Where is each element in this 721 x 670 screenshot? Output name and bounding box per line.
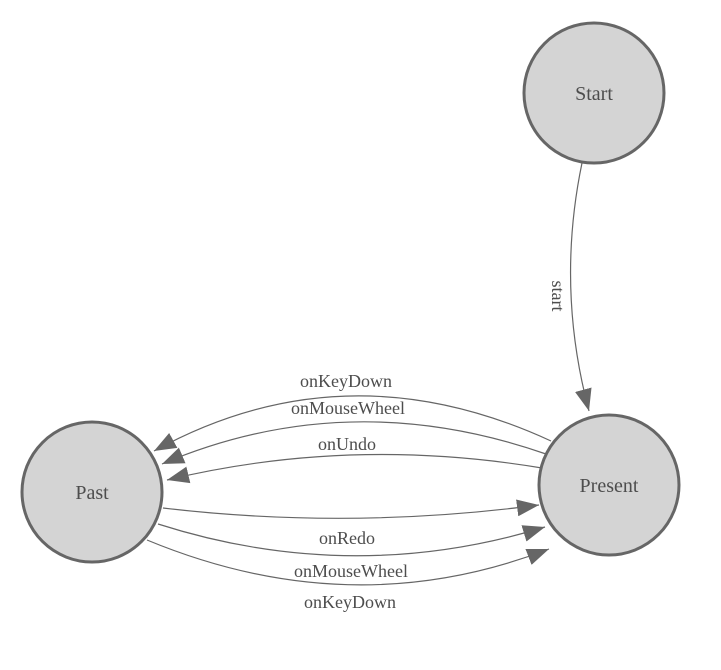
edge-line-onmousewheel-top[interactable]: [161, 421, 547, 465]
edge-label-onundo: onUndo: [318, 434, 376, 454]
edge-label-onmousewheel-top: onMouseWheel: [291, 398, 405, 418]
edge-line-onredo[interactable]: [162, 499, 540, 519]
node-present-circle[interactable]: [537, 413, 681, 557]
edge-present-to-past-onmousewheel: onMouseWheel: [161, 398, 547, 465]
edge-label-start: start: [548, 281, 568, 312]
edge-line-onundo[interactable]: [166, 453, 543, 484]
edge-line-start[interactable]: [569, 162, 592, 412]
edge-line-onmousewheel-bottom[interactable]: [157, 523, 546, 557]
node-present[interactable]: Present: [537, 413, 681, 557]
edge-past-to-present-onmousewheel: onMouseWheel: [157, 523, 546, 581]
edge-line-onkeydown-bottom[interactable]: [146, 539, 550, 586]
node-start-circle[interactable]: [522, 21, 666, 165]
node-past-label: Past: [75, 482, 109, 504]
node-past-circle[interactable]: [20, 420, 164, 564]
node-past[interactable]: Past: [20, 420, 164, 564]
edge-present-to-past-onkeydown: onKeyDown: [153, 371, 552, 452]
node-start-label: Start: [575, 83, 613, 105]
edge-label-onmousewheel-bottom: onMouseWheel: [294, 561, 408, 581]
edge-label-onredo: onRedo: [319, 528, 375, 548]
edge-past-to-present-onkeydown: onKeyDown: [146, 539, 550, 612]
edge-present-to-past-onundo: onUndo: [166, 434, 543, 484]
edge-start-to-present: start: [548, 162, 592, 412]
node-present-label: Present: [580, 475, 639, 497]
edge-line-onkeydown-top[interactable]: [153, 395, 552, 452]
edge-label-onkeydown-top: onKeyDown: [300, 371, 392, 391]
node-start[interactable]: Start: [522, 21, 666, 165]
edge-label-onkeydown-bottom: onKeyDown: [304, 592, 396, 612]
edge-past-to-present-onredo: onRedo: [162, 499, 540, 548]
